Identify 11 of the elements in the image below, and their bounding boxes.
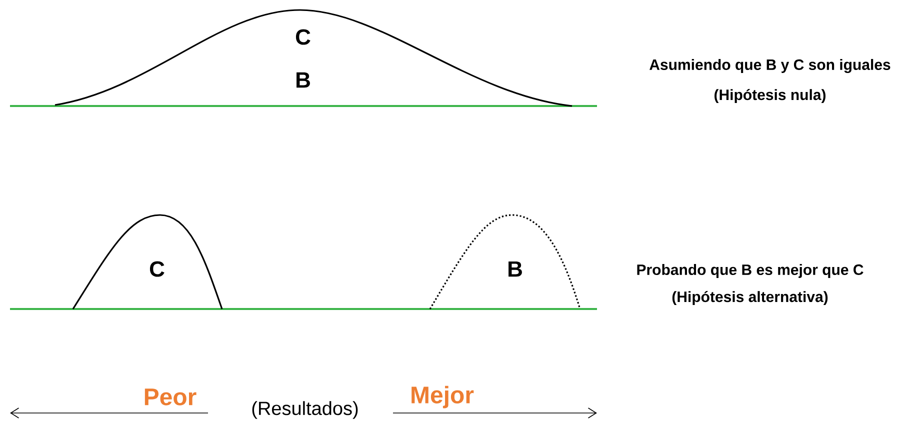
- axis-title: (Resultados): [252, 401, 358, 419]
- caption-text: (Hipótesis nula): [714, 88, 826, 104]
- caption-text: Probando que B es mejor que C: [637, 264, 864, 278]
- axis-word: Mejor: [412, 386, 474, 408]
- caption-text: (Hipótesis alternativa): [672, 290, 828, 306]
- curve-letter: C: [296, 29, 310, 45]
- curve-letter: B: [296, 72, 310, 88]
- caption-text: Asumiendo que B y C son iguales: [650, 58, 890, 74]
- axis-word: Peor: [144, 388, 196, 406]
- curve-letter: C: [150, 261, 164, 277]
- curve-letter: B: [508, 261, 522, 277]
